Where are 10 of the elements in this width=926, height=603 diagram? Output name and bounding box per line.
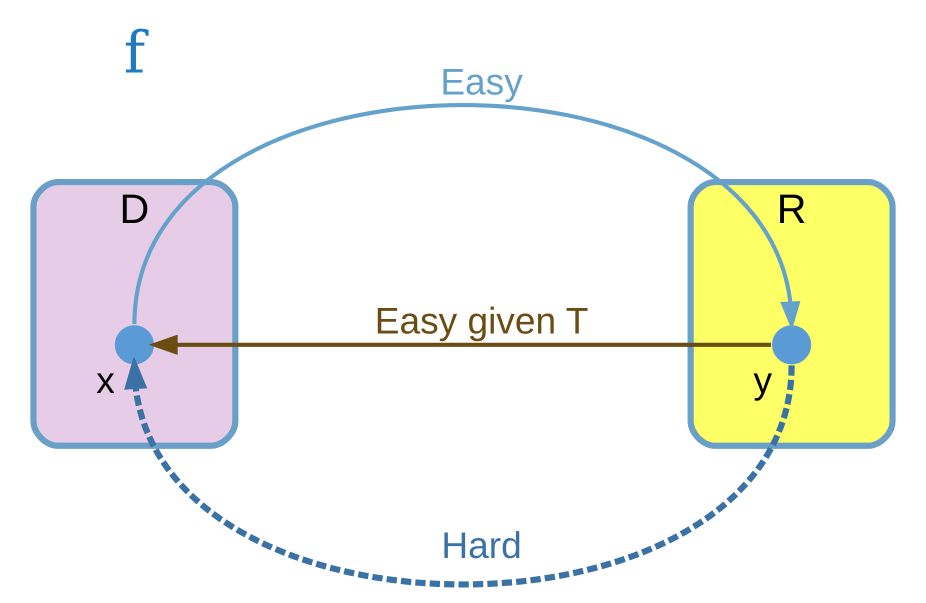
- arrow: [132, 103, 800, 330]
- edge-label: Easy: [440, 60, 523, 102]
- node-label: y: [753, 358, 772, 401]
- node-label: x: [96, 358, 115, 401]
- edge-label: Easy given T: [374, 299, 588, 342]
- node-circle: [114, 325, 154, 364]
- arrow: [148, 334, 771, 355]
- arrow: [124, 356, 795, 588]
- node-circle: [772, 325, 812, 364]
- edge-label: Hard: [441, 524, 522, 566]
